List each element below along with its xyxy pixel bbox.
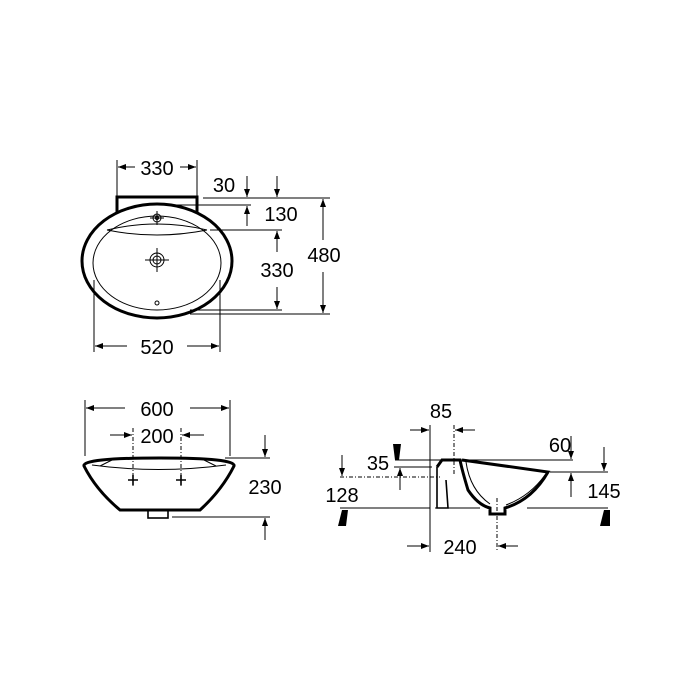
dim-drain-from-wall: 240 bbox=[443, 537, 476, 559]
dim-total-depth: 480 bbox=[307, 245, 340, 267]
overflow-icon bbox=[154, 300, 160, 306]
top-view: 330 30 130 330 480 520 bbox=[80, 158, 341, 359]
dim-front-width: 600 bbox=[140, 399, 173, 421]
wall-bracket-icon bbox=[393, 444, 401, 460]
dim-fixing-from-floor: 128 bbox=[325, 485, 358, 507]
dim-front-height-side: 145 bbox=[587, 481, 620, 503]
drain-icon bbox=[145, 248, 169, 272]
fixing-point-icon bbox=[128, 475, 186, 485]
floor-arrow-icon bbox=[338, 510, 348, 526]
front-view: 600 200 230 bbox=[82, 399, 282, 540]
dim-basin-depth: 330 bbox=[260, 260, 293, 282]
dim-fixing-distance: 200 bbox=[140, 426, 173, 448]
dim-front-height: 230 bbox=[248, 477, 281, 499]
tap-hole-icon bbox=[150, 211, 164, 225]
dim-total-width: 520 bbox=[140, 337, 173, 359]
dim-rim-drop: 60 bbox=[549, 435, 571, 457]
dim-back-offset: 30 bbox=[213, 175, 235, 197]
dim-back-plate-width: 330 bbox=[140, 158, 173, 180]
dim-fixing-height: 35 bbox=[367, 453, 389, 475]
side-view: 85 35 60 128 145 240 bbox=[325, 401, 620, 559]
dim-wall-to-fixing: 85 bbox=[430, 401, 452, 423]
dim-tap-hole: 130 bbox=[264, 204, 297, 226]
